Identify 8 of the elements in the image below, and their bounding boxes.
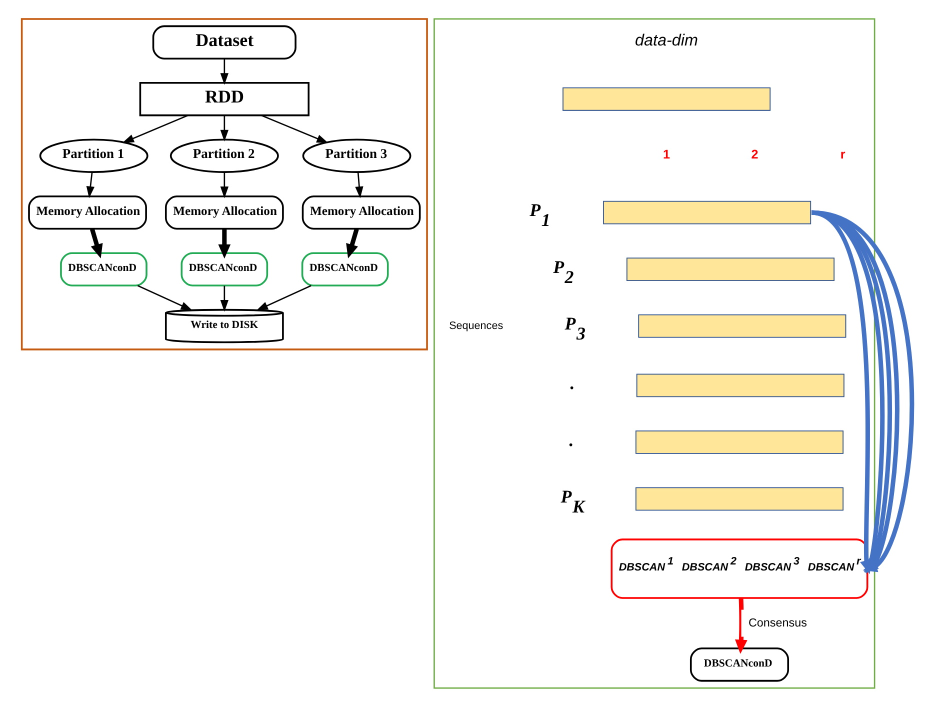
node-label: . <box>570 373 575 394</box>
edge-label: Consensus <box>748 616 807 630</box>
label: Sequences <box>449 320 504 332</box>
label: r <box>840 147 846 162</box>
label: data-dim <box>635 31 698 50</box>
node-label: . <box>569 430 574 450</box>
label: 2 <box>751 147 758 162</box>
label: 1 <box>662 147 670 162</box>
